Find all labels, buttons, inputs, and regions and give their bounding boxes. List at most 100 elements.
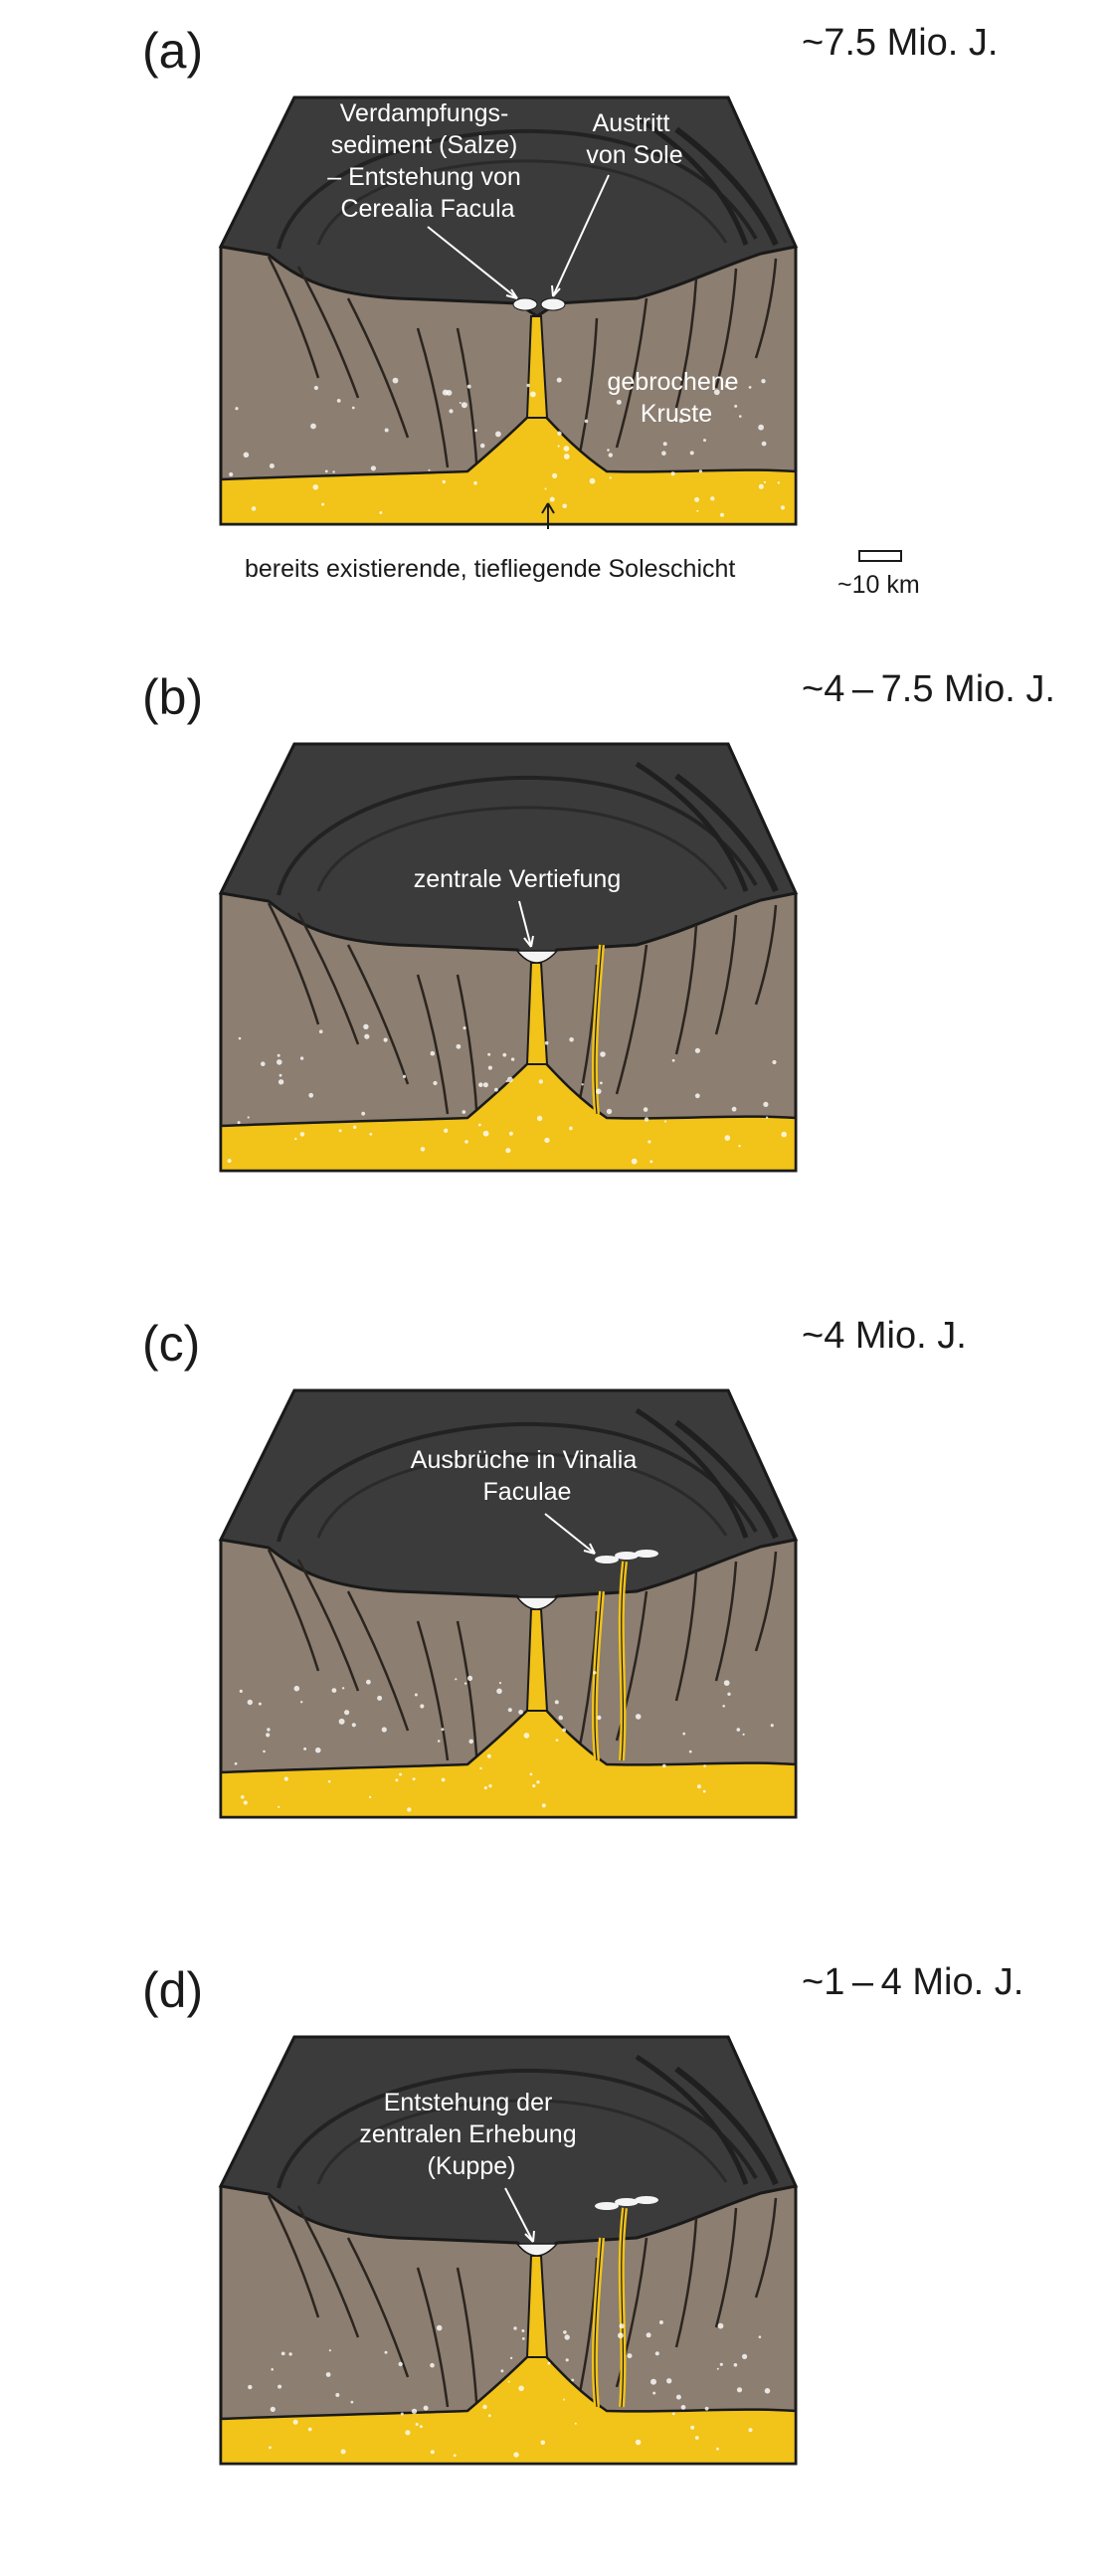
fracture	[416, 327, 450, 468]
terrace-line	[277, 1421, 758, 1543]
fracture	[754, 1551, 778, 1652]
speckle	[411, 2408, 418, 2415]
speckle	[483, 1786, 487, 1790]
speckle	[646, 2332, 651, 2338]
speckle	[461, 402, 467, 409]
speckle	[713, 389, 720, 396]
speckle	[703, 1764, 706, 1767]
diagram-svg-a: Verdampfungs- sediment (Salze) – Entsteh…	[218, 95, 902, 562]
fracture	[456, 2267, 479, 2418]
speckle	[643, 1107, 648, 1112]
panel-a: Verdampfungs- sediment (Salze) – Entsteh…	[0, 0, 1111, 637]
speckle	[310, 423, 316, 430]
speckle	[666, 2378, 672, 2384]
speckle	[596, 1088, 602, 1095]
speckle	[663, 1120, 667, 1123]
speckle	[696, 509, 699, 512]
speckle	[720, 512, 724, 517]
speckle	[547, 2361, 551, 2365]
fracture	[346, 297, 410, 439]
speckle	[267, 1728, 271, 1732]
speckle	[616, 399, 622, 405]
salt-deposit	[515, 2243, 559, 2257]
speckle	[565, 2358, 569, 2362]
speckle	[518, 1710, 523, 1715]
speckle	[288, 2352, 292, 2356]
speckle	[466, 384, 471, 389]
speckle	[266, 1733, 271, 1738]
fracture	[296, 912, 360, 1045]
speckle	[479, 443, 485, 449]
age-label-c: ~4 Mio. J.	[802, 1315, 967, 1357]
speckle	[442, 389, 449, 396]
terrace-line	[674, 126, 779, 247]
speckle	[690, 2425, 695, 2430]
speckle	[444, 1128, 449, 1133]
annotation-brine-outflow-a: Austritt von Sole	[586, 109, 682, 169]
terrace-line	[316, 159, 728, 246]
side-conduit-edge	[594, 1590, 603, 1761]
speckle	[680, 2405, 686, 2410]
panel-d: Entstehung der zentralen Erhebung (Kuppe…	[0, 1939, 1111, 2576]
speckle	[500, 2369, 504, 2373]
speckle	[671, 1058, 675, 1062]
speckle	[662, 442, 667, 447]
speckle	[293, 1685, 300, 1692]
speckle	[247, 1699, 253, 1706]
speckle	[479, 1766, 482, 1770]
speckle	[414, 1693, 418, 1697]
speckle	[462, 1110, 466, 1114]
speckle	[368, 1795, 372, 1799]
scale-label: ~10 km	[837, 571, 920, 599]
speckle	[552, 472, 558, 478]
speckle	[569, 1037, 574, 1042]
speckle	[694, 496, 700, 502]
speckle	[498, 1682, 502, 1685]
speckle	[381, 1727, 387, 1733]
speckle	[420, 1704, 425, 1709]
fracture	[267, 256, 320, 379]
fracture	[615, 297, 648, 449]
side-conduit-edge	[621, 1561, 626, 1761]
speckle	[541, 1803, 546, 1808]
speckle	[777, 481, 781, 484]
speckle	[555, 1739, 559, 1742]
speckle	[237, 1121, 241, 1125]
speckle	[505, 1148, 511, 1154]
speckle	[455, 1678, 458, 1681]
speckle	[239, 1689, 243, 1693]
speckle	[495, 431, 501, 438]
salt-deposit	[515, 1596, 559, 1610]
fracture	[267, 902, 320, 1025]
speckle	[243, 1800, 248, 1805]
speckle	[738, 1145, 741, 1148]
speckle	[772, 1059, 777, 1065]
speckle	[313, 385, 318, 391]
fracture	[267, 1549, 320, 1672]
speckle	[270, 2406, 276, 2412]
leader-lines-d	[504, 2187, 535, 2243]
speckle	[748, 386, 752, 389]
scale-bar	[858, 550, 902, 562]
speckle	[370, 465, 376, 471]
speckle	[694, 2436, 699, 2440]
fracture	[714, 2207, 738, 2328]
speckle	[563, 2330, 567, 2334]
speckle	[584, 419, 589, 424]
fracture	[416, 2267, 450, 2408]
terrace-line	[635, 114, 749, 246]
speckle	[716, 2367, 719, 2370]
speckle	[335, 2393, 340, 2397]
fracture	[674, 924, 698, 1055]
diagram-svg-d: Entstehung der zentralen Erhebung (Kuppe…	[218, 2035, 799, 2466]
speckle	[442, 479, 446, 484]
speckle	[430, 2362, 435, 2368]
speckle	[336, 399, 341, 403]
diagram-svg-c: Ausbrüche in Vinalia Faculae	[218, 1388, 799, 1819]
annotation-vinalia-eruptions-c: Ausbrüche in Vinalia Faculae	[411, 1446, 644, 1506]
terrace-line	[316, 2099, 728, 2185]
speckle	[463, 1682, 467, 1685]
speckle	[530, 391, 536, 398]
speckle	[238, 1036, 242, 1040]
fracture	[674, 2217, 698, 2348]
